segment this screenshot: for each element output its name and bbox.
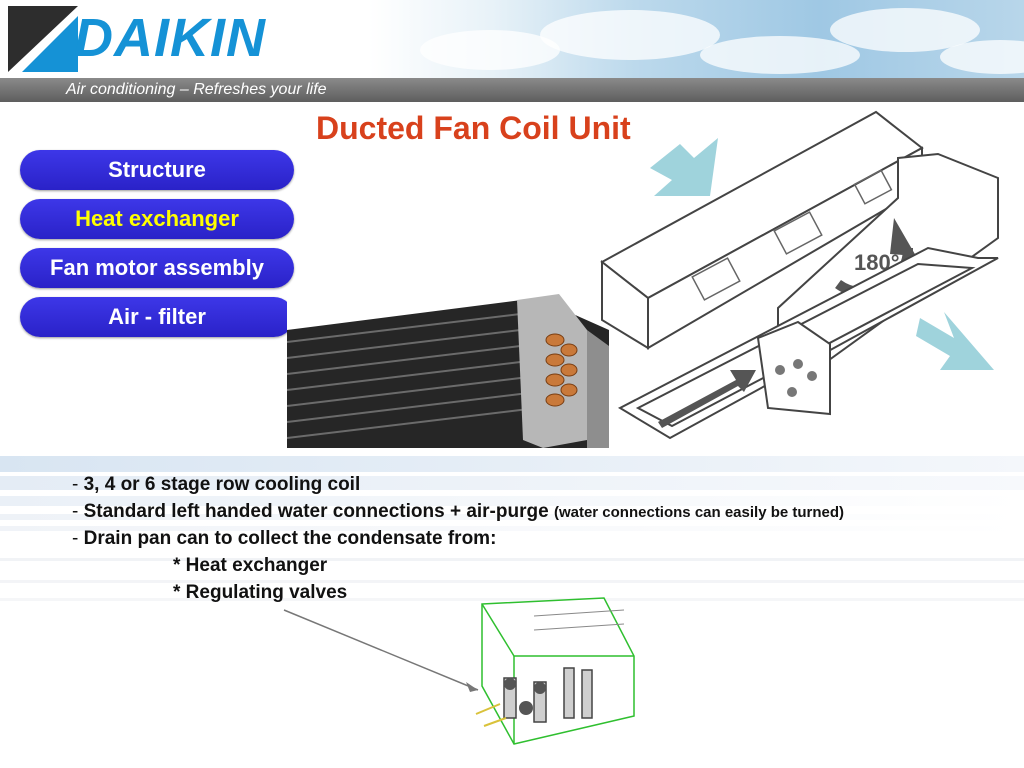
tagline-bar	[0, 78, 1024, 102]
bullet-dash: -	[72, 474, 84, 495]
bullet-heat-exchanger: * Heat exchanger	[173, 554, 327, 578]
menu-item-fan-motor-assembly[interactable]: Fan motor assembly	[20, 248, 294, 288]
cloud-decoration	[700, 36, 860, 74]
valve-detail-diagram	[475, 597, 635, 745]
decorative-stripes	[0, 456, 1024, 606]
bullet-dash: -	[72, 528, 84, 549]
bullet-drain-pan: - Drain pan can to collect the condensat…	[72, 527, 496, 551]
bullet-text: * Regulating valves	[173, 582, 348, 603]
airflow-arrow-icon	[658, 370, 756, 428]
bullet-cooling-coil: - 3, 4 or 6 stage row cooling coil	[72, 473, 360, 497]
cloud-decoration	[540, 10, 720, 60]
bullet-dash: -	[72, 501, 84, 522]
menu-item-structure[interactable]: Structure	[20, 150, 294, 190]
tagline: Air conditioning – Refreshes your life	[66, 81, 327, 98]
airflow-inlet-arrow-icon	[650, 138, 718, 196]
bullet-text: * Heat exchanger	[173, 555, 328, 576]
bullet-regulating-valves: * Regulating valves	[173, 581, 347, 605]
bullet-text: Drain pan can to collect the condensate …	[83, 528, 497, 549]
bullet-text: Standard left handed water connections +…	[83, 501, 549, 522]
cloud-decoration	[420, 30, 560, 70]
bullet-note: (water connections can easily be turned)	[553, 504, 845, 521]
menu-item-heat-exchanger[interactable]: Heat exchanger	[20, 199, 294, 239]
bullet-water-connections: - Standard left handed water connections…	[72, 500, 844, 525]
ducted-unit-diagram: 180°	[600, 110, 999, 440]
bullet-text: 3, 4 or 6 stage row cooling coil	[83, 474, 361, 495]
page-title: Ducted Fan Coil Unit	[316, 110, 631, 146]
daikin-logo-icon	[8, 6, 78, 72]
heat-exchanger-photo	[287, 290, 609, 448]
airflow-outlet-arrow-icon	[916, 312, 994, 370]
rotate-arrow-icon	[890, 218, 916, 256]
brand-logo-text: DAIKIN	[74, 8, 266, 68]
header-banner: DAIKIN	[0, 0, 1024, 78]
menu-item-air-filter[interactable]: Air - filter	[20, 297, 294, 337]
